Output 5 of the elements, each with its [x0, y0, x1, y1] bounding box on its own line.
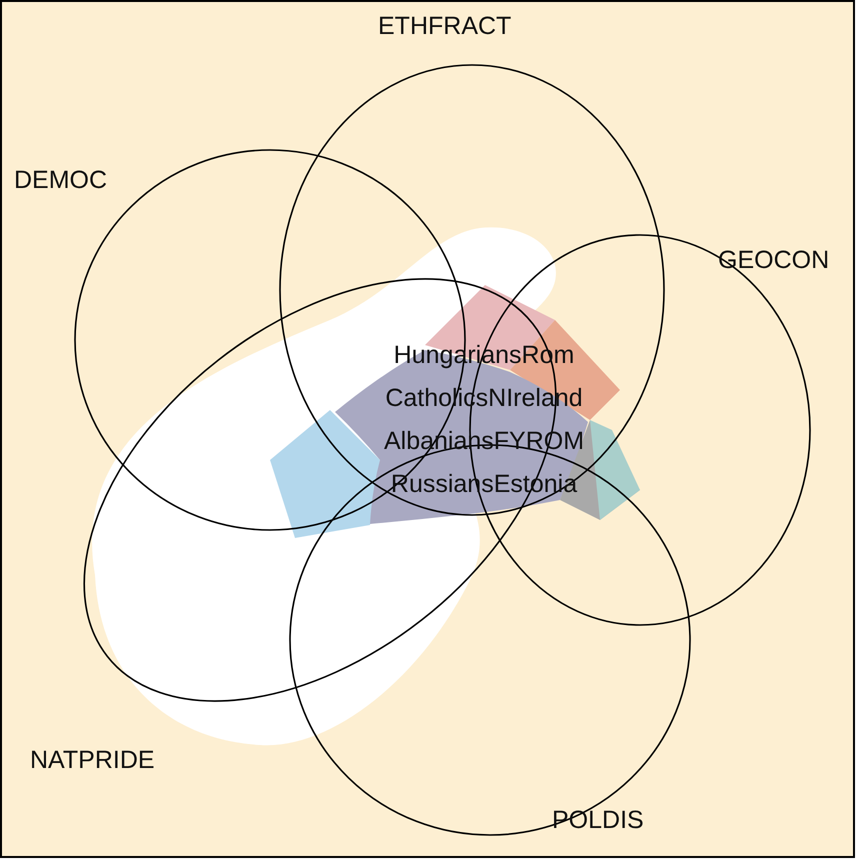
set-label: DEMOC — [14, 168, 108, 193]
set-label: GEOCON — [718, 248, 830, 273]
set-label: ETHFRACT — [378, 14, 512, 39]
set-label: POLDIS — [552, 808, 644, 833]
set-label: NATPRIDE — [30, 748, 155, 773]
